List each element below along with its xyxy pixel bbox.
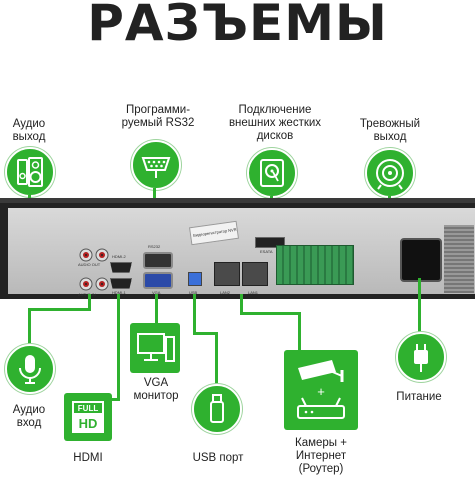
label-cameras: Камеры + Интернет (Роутер) bbox=[295, 437, 347, 475]
hdmi-1-port bbox=[110, 278, 132, 289]
cameras-badge: + bbox=[284, 350, 358, 430]
connector-line bbox=[88, 294, 91, 310]
rs232-text: RS232 bbox=[148, 244, 161, 249]
monitor-icon bbox=[137, 333, 175, 362]
label-alarm: Тревожный выход bbox=[359, 118, 421, 143]
hdmi2-text: HDMI-2 bbox=[112, 254, 126, 259]
lan1-text: LAN1 bbox=[248, 290, 259, 295]
label-rs232: Программи- руемый RS32 bbox=[121, 104, 195, 129]
audio-in-jack bbox=[78, 277, 118, 296]
lan-1-port bbox=[242, 262, 268, 286]
rs232-badge bbox=[131, 140, 181, 190]
usb-text: USB bbox=[189, 290, 198, 295]
connector-line bbox=[240, 294, 243, 314]
label-vga: VGA монитор bbox=[133, 377, 179, 402]
chassis-top bbox=[0, 198, 475, 206]
microphone-icon bbox=[19, 355, 41, 384]
connector-line bbox=[193, 294, 196, 334]
vga-text: VGA bbox=[152, 290, 161, 295]
hdmi-2-port bbox=[110, 262, 132, 273]
power-socket bbox=[400, 238, 442, 282]
label-usb: USB порт bbox=[192, 452, 244, 464]
label-hdmi: HDMI bbox=[73, 452, 103, 464]
rs232-port bbox=[143, 252, 173, 269]
label-audio-out: Аудио выход bbox=[12, 118, 46, 143]
connector-line bbox=[28, 308, 91, 311]
usb-badge bbox=[192, 384, 242, 434]
serial-port-icon bbox=[141, 157, 171, 178]
alarm-badge bbox=[365, 148, 415, 198]
hdd-badge bbox=[247, 148, 297, 198]
connector-line bbox=[298, 312, 301, 352]
audio-out-badge bbox=[5, 147, 55, 197]
connector-line bbox=[240, 312, 300, 315]
svg-text:+: + bbox=[317, 384, 325, 399]
bell-icon bbox=[376, 159, 404, 190]
hard-disk-icon bbox=[260, 159, 284, 187]
audio-in-badge bbox=[5, 344, 55, 394]
esata-port bbox=[255, 237, 285, 248]
vga-badge bbox=[130, 323, 180, 373]
power-badge bbox=[396, 332, 446, 382]
camera-router-icon: + bbox=[297, 360, 345, 419]
esata-text: ESATA bbox=[260, 249, 273, 254]
hdmi-badge: FULL HD bbox=[64, 393, 112, 441]
hd-text: HD bbox=[79, 416, 98, 431]
speaker-icon bbox=[17, 157, 43, 187]
connector-line bbox=[418, 278, 421, 332]
lan-2-port bbox=[214, 262, 240, 286]
sticker-text: Видеорегистратор NVR bbox=[192, 226, 237, 238]
usb-flash-icon bbox=[210, 394, 224, 423]
connector-line bbox=[155, 294, 158, 326]
usb-port bbox=[188, 272, 202, 286]
audio-in-text: AUDIO IN bbox=[78, 292, 96, 297]
fan-grille bbox=[444, 225, 474, 293]
connector-line bbox=[117, 294, 120, 400]
page-title: РАЗЪЕМЫ bbox=[87, 0, 388, 52]
full-hd-icon: FULL HD bbox=[72, 401, 104, 433]
label-power: Питание bbox=[396, 391, 442, 403]
audio-out-jack bbox=[78, 248, 118, 267]
vga-port bbox=[143, 272, 173, 289]
alarm-terminal-block bbox=[276, 245, 354, 285]
audio-out-text: AUDIO OUT bbox=[78, 262, 101, 267]
hdmi1-text: HDMI-1 bbox=[112, 290, 126, 295]
label-hdd: Подключение внешних жестких дисков bbox=[228, 104, 322, 142]
power-plug-icon bbox=[414, 344, 428, 372]
label-audio-in: Аудио вход bbox=[12, 404, 46, 429]
lan2-text: LAN2 bbox=[220, 290, 231, 295]
full-text: FULL bbox=[78, 404, 99, 413]
connector-line bbox=[193, 332, 217, 335]
connector-line bbox=[28, 308, 31, 346]
connector-line bbox=[215, 332, 218, 384]
